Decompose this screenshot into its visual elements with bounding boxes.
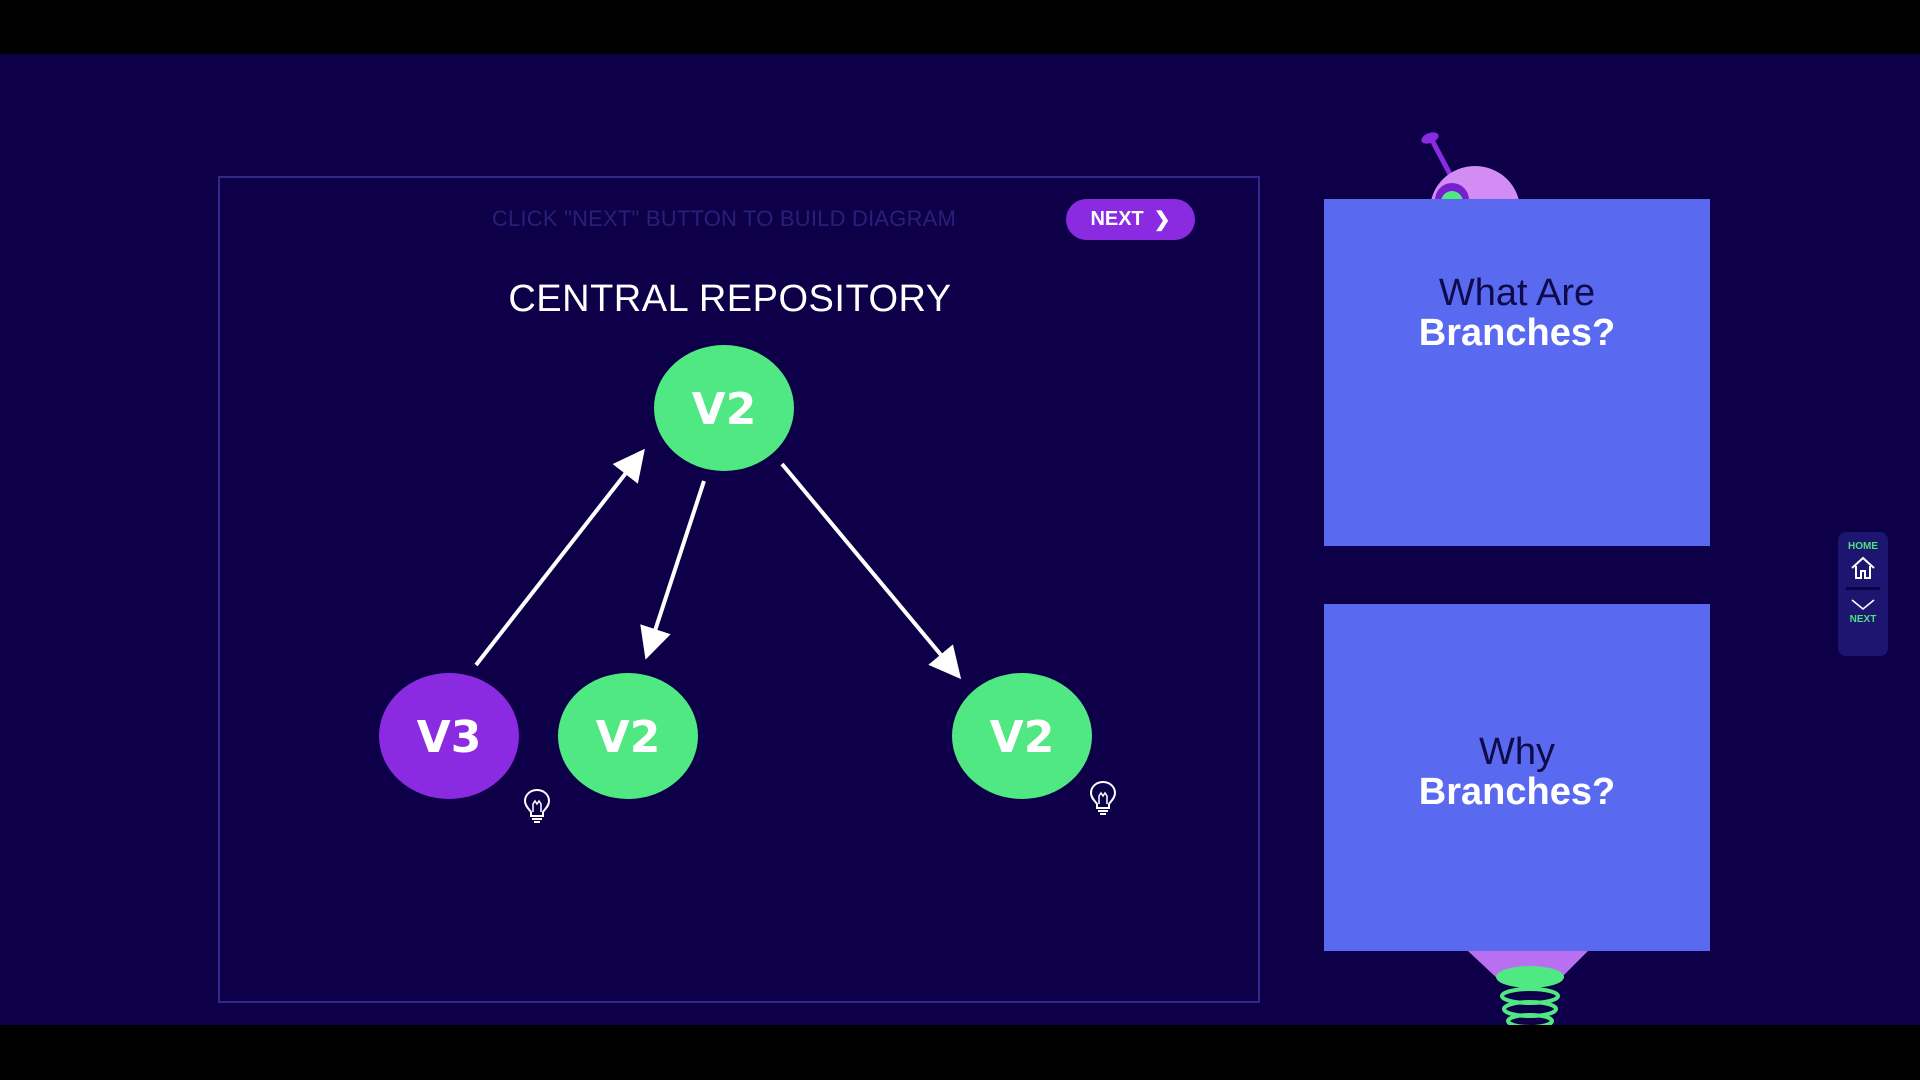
card-what-are-branches[interactable]: What Are Branches? <box>1324 199 1710 546</box>
card-title-line1: What Are <box>1438 271 1596 314</box>
card-why-branches[interactable]: Why Branches? <box>1324 604 1710 951</box>
next-label: NEXT <box>1849 614 1877 625</box>
home-icon <box>1851 556 1875 579</box>
diagram-title: CENTRAL REPOSITORY <box>508 278 952 320</box>
side-navigation: HOME NEXT <box>1838 532 1888 656</box>
card-title-line2: Branches? <box>1418 770 1616 813</box>
robot-mascot-head <box>1421 132 1520 202</box>
instruction-text: CLICK "NEXT" BUTTON TO BUILD DIAGRAM <box>491 206 957 231</box>
card-title-line2: Branches? <box>1418 311 1616 354</box>
lightbulb-icon[interactable] <box>1089 780 1117 815</box>
home-label: HOME <box>1848 541 1878 552</box>
nav-divider <box>1846 587 1880 590</box>
card-title-line1: Why <box>1479 730 1555 773</box>
chevron-right-icon: ❯ <box>1153 208 1171 231</box>
lightbulb-icon[interactable] <box>523 788 551 823</box>
chevron-down-icon <box>1851 599 1875 611</box>
home-nav-button[interactable]: HOME <box>1848 532 1878 581</box>
next-nav-button[interactable]: NEXT <box>1849 598 1877 625</box>
diagram-frame <box>218 176 1260 1003</box>
next-button[interactable]: NEXT ❯ <box>1066 199 1195 240</box>
robot-mascot-base <box>1468 951 1588 1025</box>
next-button-label: NEXT <box>1090 208 1144 230</box>
